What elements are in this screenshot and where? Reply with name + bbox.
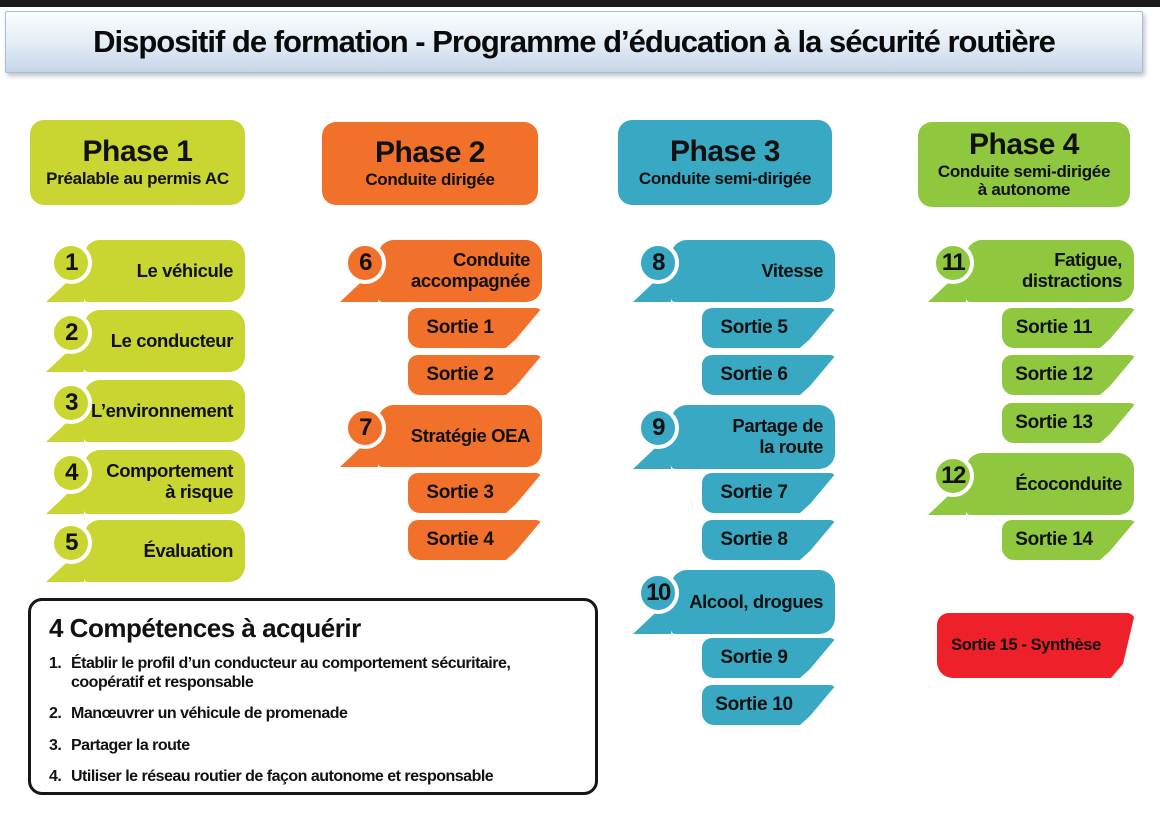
module-number-badge: 2 [50,312,92,354]
module-label: Le conducteur [110,329,234,351]
bubble-body: Comportement à risque [84,450,245,514]
module-number-badge: 9 [637,407,679,449]
competence-item: 4. Utiliser le réseau routier de façon a… [49,767,585,786]
module-number-badge: 5 [50,522,92,564]
phase-1-header: Phase 1 Préalable au permis AC [30,120,245,205]
module-label: Conduite accompagnée [411,249,530,291]
module-label: Le véhicule [136,259,234,281]
sortie-7: Sortie 7 [702,473,836,513]
bubble-body: Conduite accompagnée [378,240,542,302]
phase-3-subtitle: Conduite semi-dirigée [638,168,812,188]
module-label: Stratégie OEA [410,424,531,446]
module-number-badge: 4 [50,452,92,494]
competence-number: 2. [49,705,62,723]
module-label: Écoconduite [1015,472,1122,494]
module-12-ecoconduite: Écoconduite 12 [918,453,1134,515]
module-number-badge: 7 [344,407,386,449]
sortie-1: Sortie 1 [408,308,542,348]
bubble-body: Alcool, drogues [671,570,835,634]
phase-3-name: Phase 3 [670,134,780,168]
sortie-15-synthese: Sortie 15 - Synthèse [937,613,1135,678]
phase-4-name: Phase 4 [969,127,1079,161]
sortie-14: Sortie 14 [1002,520,1136,560]
competences-title: 4 Compétences à acquérir [49,613,361,643]
bubble-body: Écoconduite [966,453,1134,515]
competence-text: Établir le profil d’un conducteur au com… [71,655,511,692]
bubble-body: Le conducteur [84,310,245,372]
bubble-body: Stratégie OEA [378,405,542,467]
competence-text: Partager la route [71,736,190,754]
sortie-13: Sortie 13 [1002,403,1136,443]
module-number-badge: 3 [50,382,92,424]
competence-item: 1. Établir le profil d’un conducteur au … [49,654,585,692]
phase-4-header: Phase 4 Conduite semi-dirigée à autonome [918,122,1130,207]
module-number-badge: 12 [932,455,974,497]
sortie-8: Sortie 8 [702,520,836,560]
bubble-body: Vitesse [671,240,835,302]
sortie-2: Sortie 2 [408,355,542,395]
phase-2-name: Phase 2 [375,135,485,169]
phase-1-name: Phase 1 [82,134,193,168]
competence-text: Utiliser le réseau routier de façon auto… [71,767,494,785]
module-2-conducteur: Le conducteur 2 [36,310,245,372]
module-3-environnement: L’environnement 3 [36,380,245,442]
module-number-badge: 8 [637,242,679,284]
competence-number: 1. [49,655,62,672]
module-number-badge: 10 [637,572,679,614]
module-8-vitesse: Vitesse 8 [623,240,835,302]
sortie-11: Sortie 11 [1002,308,1136,348]
sortie-6: Sortie 6 [702,355,836,395]
sortie-10: Sortie 10 [702,685,836,725]
module-label: Partage de la route [732,415,823,457]
module-7-strategie-oea: Stratégie OEA 7 [330,405,542,467]
phase-3-header: Phase 3 Conduite semi-dirigée [618,120,832,205]
competence-item: 3. Partager la route [49,736,585,755]
module-label: Vitesse [761,259,823,281]
competence-number: 4. [49,767,62,785]
sortie-3: Sortie 3 [408,473,542,513]
bubble-body: Le véhicule [84,240,245,302]
phase-2-subtitle: Conduite dirigée [365,169,495,189]
module-label: Alcool, drogues [689,590,823,612]
module-11-fatigue-distractions: Fatigue, distractions 11 [918,240,1134,302]
module-number-badge: 11 [932,242,974,284]
module-5-evaluation: Évaluation 5 [36,520,245,582]
competences-box: 4 Compétences à acquérir 1. Établir le p… [28,598,598,795]
module-9-partage-route: Partage de la route 9 [623,405,835,469]
sortie-9: Sortie 9 [702,638,836,678]
top-border-strip [0,0,1160,7]
phase-1-subtitle: Préalable au permis AC [46,168,229,188]
module-1-vehicule: Le véhicule 1 [36,240,245,302]
title-bar: Dispositif de formation - Programme d’éd… [5,11,1143,73]
module-number-badge: 6 [344,242,386,284]
phase-4-subtitle: Conduite semi-dirigée à autonome [937,161,1111,199]
bubble-body: Partage de la route [671,405,835,469]
module-label: Fatigue, distractions [1021,249,1122,291]
competence-text: Manœuvrer un véhicule de promenade [71,705,348,723]
sortie-5: Sortie 5 [702,308,836,348]
module-label: Évaluation [143,539,233,561]
module-10-alcool-drogues: Alcool, drogues 10 [623,570,835,634]
bubble-body: L’environnement [84,380,245,442]
module-6-conduite-accompagnee: Conduite accompagnée 6 [330,240,542,302]
module-number-badge: 1 [50,242,92,284]
module-4-comportement: Comportement à risque 4 [36,450,245,514]
module-label: L’environnement [90,399,233,421]
sortie-12: Sortie 12 [1002,355,1136,395]
competence-item: 2. Manœuvrer un véhicule de promenade [49,704,585,723]
page-title: Dispositif de formation - Programme d’éd… [93,24,1056,59]
module-label: Comportement à risque [106,460,233,502]
bubble-body: Évaluation [84,520,245,582]
bubble-body: Fatigue, distractions [966,240,1134,302]
sortie-4: Sortie 4 [408,520,542,560]
phase-2-header: Phase 2 Conduite dirigée [322,122,538,205]
competence-number: 3. [49,736,62,754]
